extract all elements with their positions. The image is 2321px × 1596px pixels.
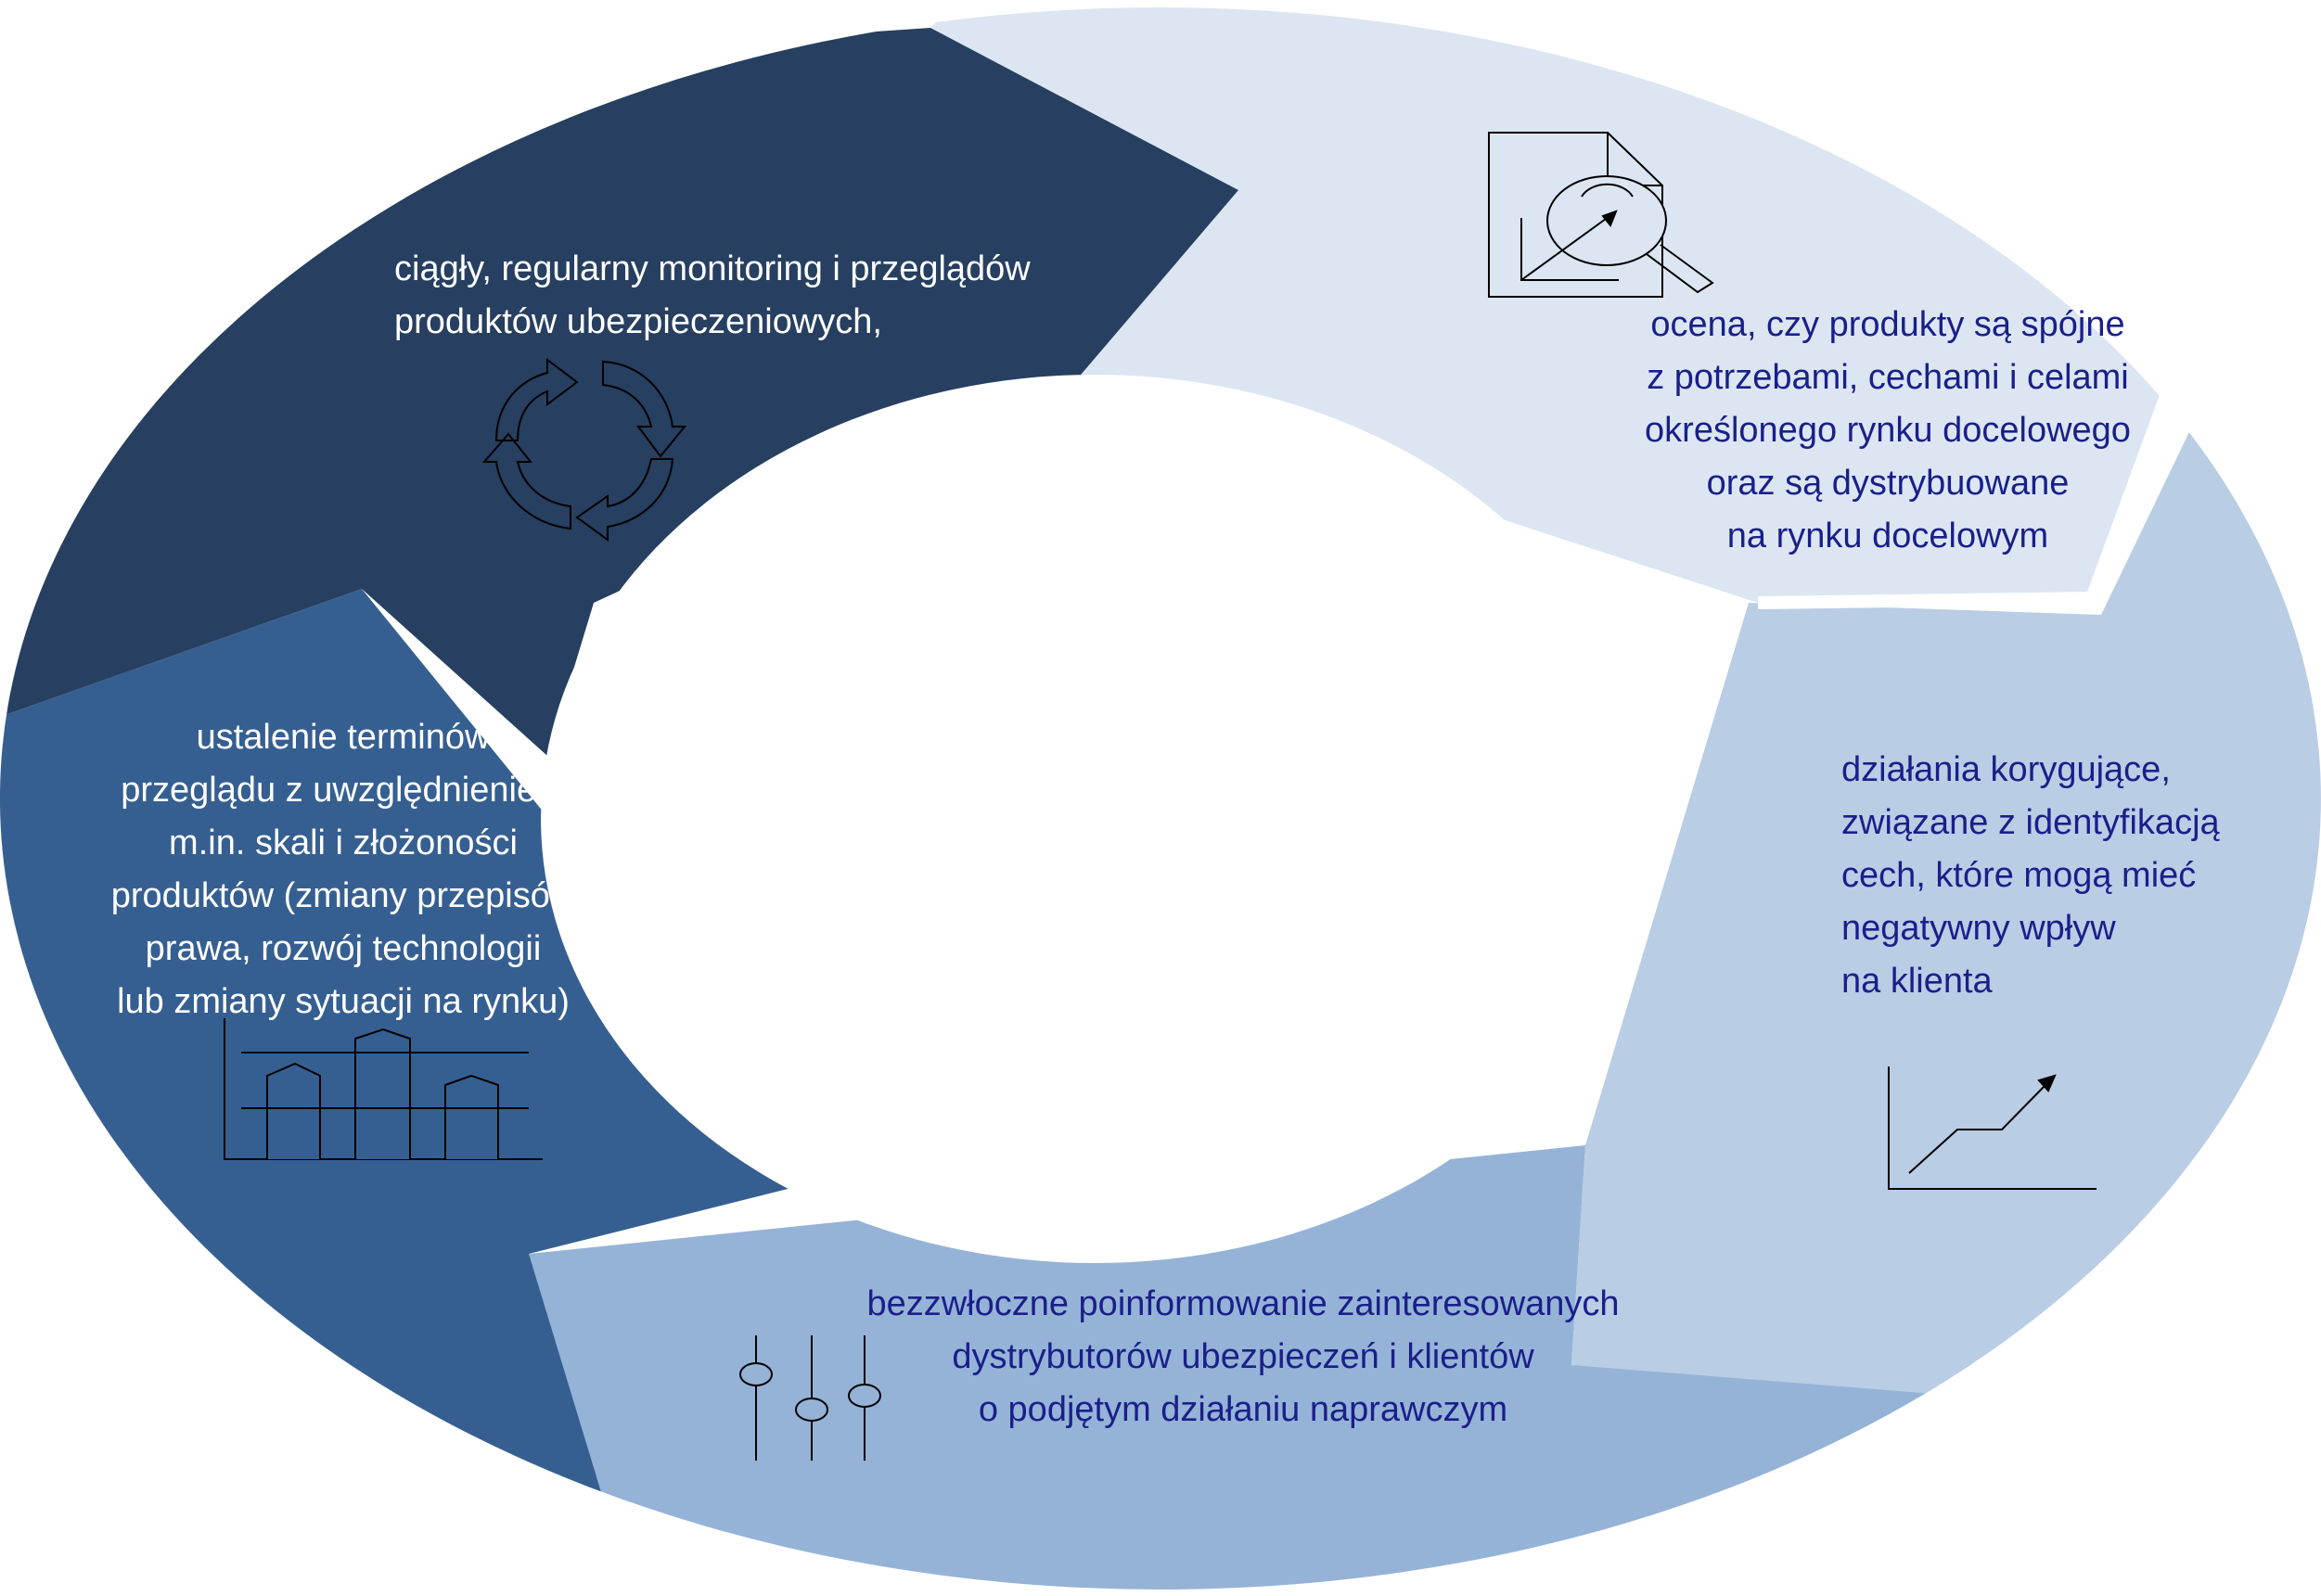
text-line: o podjętym działaniu naprawczym	[978, 1390, 1508, 1429]
text-line: lub zmiany sytuacji na rynku)	[117, 982, 570, 1021]
text-line: związane z identyfikacją	[1841, 803, 2220, 842]
text-line: przeglądu z uwzględnieniem	[121, 771, 566, 810]
text-line: negatywny wpływ	[1841, 909, 2116, 948]
step-inform-text: bezzwłoczne poinformowanie zainteresowan…	[779, 1278, 1707, 1436]
text-line: na rynku docelowym	[1726, 517, 2049, 555]
text-line: działania korygujące,	[1841, 750, 2171, 789]
text-line: na klienta	[1841, 962, 1993, 1001]
text-line: ciągły, regularny monitoring i przeglądó…	[394, 249, 1031, 288]
text-line: produktów (zmiany przepisów	[110, 876, 576, 915]
bar-columns-icon	[224, 1018, 543, 1160]
text-line: z potrzebami, cechami i celami	[1647, 358, 2129, 397]
text-line: ocena, czy produkty są spójne	[1650, 305, 2125, 344]
step-monitoring-text: ciągły, regularny monitoring i przeglądó…	[394, 243, 1031, 349]
text-line: prawa, rozwój technologii	[145, 929, 542, 968]
step-corrective-text: działania korygujące, związane z identyf…	[1841, 744, 2220, 1008]
step-schedule-text: ustalenie terminów przeglądu z uwzględni…	[46, 711, 640, 1028]
text-line: dystrybutorów ubezpieczeń i klientów	[952, 1337, 1534, 1376]
text-line: oraz są dystrybuowane	[1706, 464, 2070, 503]
segment-separator	[1757, 368, 2182, 609]
step-assessment-text: ocena, czy produkty są spójne z potrzeba…	[1609, 299, 2166, 563]
text-line: określonego rynku docelowego	[1645, 411, 2131, 450]
text-line: produktów ubezpieczeniowych,	[394, 302, 882, 341]
text-line: cech, które mogą mieć	[1841, 856, 2197, 895]
trend-chart-icon	[1888, 1066, 2097, 1190]
text-line: m.in. skali i złożoności	[169, 824, 518, 862]
text-line: bezzwłoczne poinformowanie zainteresowan…	[866, 1284, 1620, 1323]
segment-monitoring	[0, 28, 1238, 756]
sliders-icon	[739, 1335, 881, 1461]
cycle-arrows-icon	[481, 358, 687, 542]
document-magnifier-icon	[1488, 132, 1714, 298]
text-line: ustalenie terminów	[196, 718, 491, 757]
